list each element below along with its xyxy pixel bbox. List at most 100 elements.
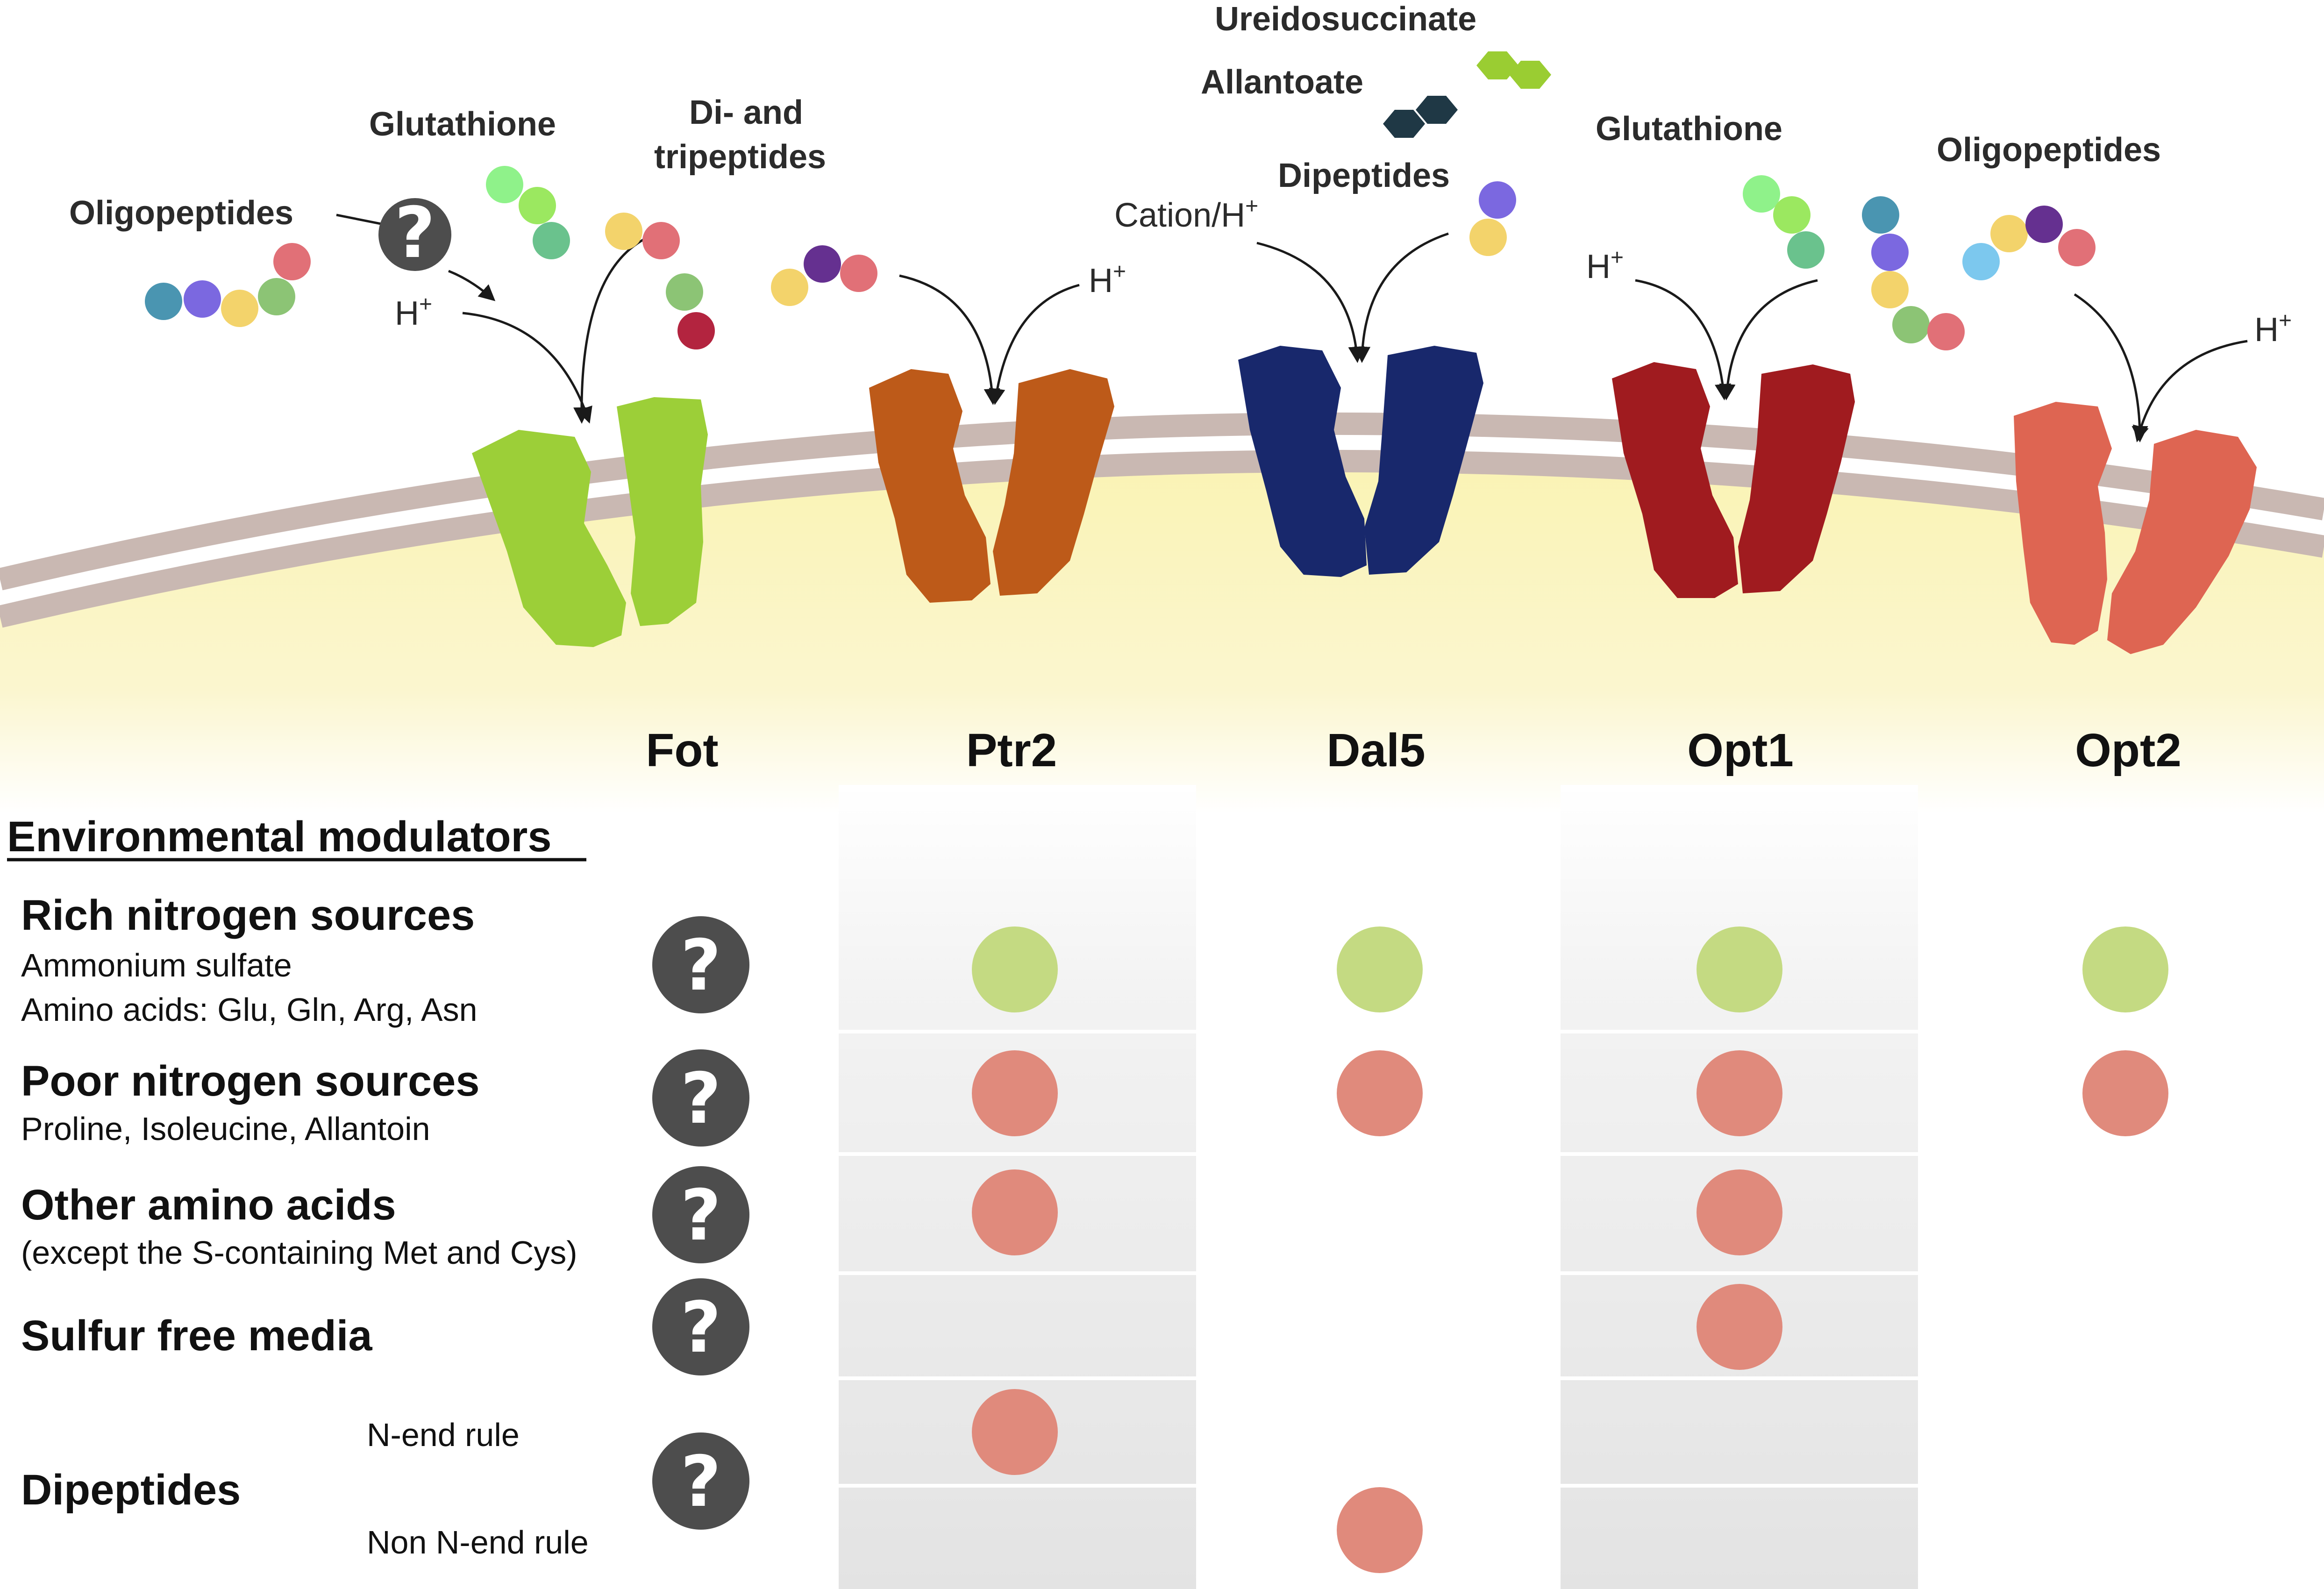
- question-circle: [652, 1432, 749, 1530]
- oligopeptides-to-question-line: [336, 214, 384, 226]
- amino-acid-bead: [145, 283, 182, 320]
- question-mark: ?: [680, 925, 721, 1006]
- dipeptides-molecule: [1469, 181, 1516, 256]
- row-sub-n-end-rule: N-end rule: [367, 1417, 520, 1453]
- question-circle: [652, 1278, 749, 1375]
- fot-unknown-arrow: [448, 270, 496, 301]
- ptr2-substrate-arrow: [899, 274, 1000, 405]
- opt2-left-subunit: [2014, 402, 2112, 645]
- label-allantoate: Allantoate: [1201, 64, 1363, 101]
- dal5-rich-nitrogen-dot: [1337, 926, 1423, 1012]
- question-mark: ?: [680, 1441, 721, 1523]
- opt2-poor-nitrogen-dot: [2082, 1050, 2168, 1136]
- dal5-non-n-end-rule-dot: [1337, 1487, 1423, 1573]
- amino-acid-bead: [666, 273, 703, 311]
- ptr2-right-subunit: [993, 369, 1114, 596]
- regulation-dots: [972, 926, 2168, 1573]
- ptr2-substrate-molecule: [771, 245, 877, 306]
- amino-acid-bead: [519, 187, 556, 224]
- row-sub-except: (except the S-containing Met and Cys): [21, 1234, 577, 1271]
- opt1-sulfur-free-dot: [1697, 1284, 1782, 1370]
- cation-proton-label-dal5: Cation/H+: [1114, 194, 1258, 234]
- row-sub-amino-acids: Amino acids: Glu, Gln, Arg, Asn: [21, 991, 478, 1028]
- proton-symbol: H: [1089, 262, 1113, 299]
- amino-acid-bead: [1743, 175, 1780, 213]
- fot-proton-arrow: [462, 312, 592, 424]
- amino-acid-bead: [771, 269, 808, 306]
- section-title: Environmental modulators: [7, 813, 552, 861]
- amino-acid-bead: [1871, 271, 1909, 308]
- hexagon-ring: [1416, 96, 1458, 124]
- proton-symbol: H: [395, 295, 419, 332]
- transporter-name-opt1: Opt1: [1687, 724, 1794, 777]
- fot-left-subunit: [472, 430, 626, 647]
- cation-proton-symbol: Cation/H: [1114, 197, 1245, 234]
- question-circle: [378, 198, 451, 271]
- question-mark: ?: [680, 1058, 721, 1140]
- label-di-and: Di- and: [689, 94, 803, 131]
- question-marker-poor-nitrogen: ?: [652, 1049, 749, 1147]
- row-title-poor-nitrogen: Poor nitrogen sources: [21, 1057, 480, 1105]
- question-circle: [652, 1166, 749, 1263]
- row-title-rich-nitrogen: Rich nitrogen sources: [21, 891, 475, 939]
- amino-acid-bead: [2058, 229, 2096, 266]
- opt1-substrate-arrow: [1719, 279, 1818, 400]
- question-mark: ?: [394, 192, 435, 274]
- label-glutathione-left: Glutathione: [369, 106, 556, 143]
- amino-acid-bead: [258, 278, 295, 315]
- cell-membrane: [0, 412, 2324, 813]
- label-tripeptides: tripeptides: [654, 138, 826, 176]
- transporter-name-dal5: Dal5: [1326, 724, 1425, 777]
- row-title-other-amino-acids: Other amino acids: [21, 1181, 396, 1229]
- amino-acid-bead: [1871, 234, 1909, 271]
- opt1-other-amino-acids-dot: [1697, 1169, 1782, 1255]
- amino-acid-bead: [486, 166, 523, 203]
- amino-acid-bead: [840, 255, 877, 292]
- fot-regulation-unknown: ? ? ? ? ?: [652, 916, 749, 1530]
- label-dipeptides: Dipeptides: [1278, 157, 1450, 194]
- ptr2-left-subunit: [869, 369, 991, 603]
- question-circle: [652, 1049, 749, 1147]
- hexagon-ring: [1383, 110, 1425, 138]
- question-marker-sulfur-free: ?: [652, 1278, 749, 1375]
- transporter-dal5: [1238, 346, 1483, 577]
- proton-symbol: H: [1586, 248, 1611, 285]
- amino-acid-bead: [1773, 196, 1811, 234]
- transporter-opt1: [1612, 362, 1855, 598]
- row-sub-non-n-end-rule: Non N-end rule: [367, 1524, 589, 1560]
- transporter-name-opt2: Opt2: [2075, 724, 2181, 777]
- regulation-table: [839, 785, 1918, 1589]
- hexagon-ring: [1509, 61, 1551, 89]
- transporter-ptr2: [869, 369, 1114, 603]
- row-title-dipeptides: Dipeptides: [21, 1466, 241, 1514]
- allantoate-molecule: [1383, 96, 1458, 138]
- opt1-poor-nitrogen-dot: [1697, 1050, 1782, 1136]
- amino-acid-bead: [1469, 219, 1507, 256]
- opt2-right-subunit: [2107, 430, 2257, 654]
- amino-acid-bead: [1479, 181, 1516, 219]
- proton-label-fot: H+: [395, 292, 432, 332]
- label-glutathione-right: Glutathione: [1596, 110, 1782, 148]
- amino-acid-bead: [804, 245, 841, 283]
- table-row-separators: [839, 1030, 1918, 1488]
- row-sub-proline: Proline, Isoleucine, Allantoin: [21, 1111, 430, 1147]
- fot-unknown-mechanism-marker: ?: [378, 192, 451, 274]
- row-sub-ammonium: Ammonium sulfate: [21, 947, 292, 983]
- amino-acid-bead: [1990, 215, 2028, 252]
- opt1-rich-nitrogen-dot: [1697, 926, 1782, 1012]
- question-mark: ?: [680, 1175, 721, 1256]
- amino-acid-bead: [605, 213, 642, 250]
- di-tripeptides-molecules: [605, 213, 715, 349]
- ptr2-proton-arrow: [989, 284, 1080, 405]
- ptr2-other-amino-acids-dot: [972, 1169, 1058, 1255]
- amino-acid-bead: [677, 312, 715, 349]
- amino-acid-bead: [273, 243, 311, 280]
- dal5-substrate-arrow: [1354, 232, 1449, 363]
- amino-acid-bead: [1927, 313, 1965, 350]
- opt2-rich-nitrogen-dot: [2082, 926, 2168, 1012]
- proton-charge: +: [419, 292, 432, 317]
- opt1-right-subunit: [1738, 364, 1855, 593]
- glutathione-left-molecule: [486, 166, 570, 259]
- membrane-outer-layer: [0, 412, 2324, 591]
